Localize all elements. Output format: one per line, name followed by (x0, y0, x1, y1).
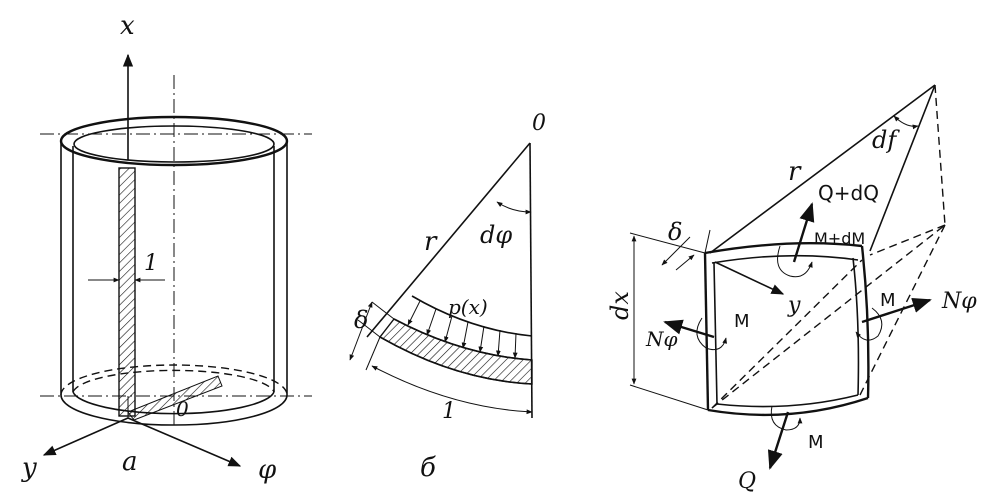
moment-top-label: M+dM (814, 229, 865, 248)
c-angle-label: df (872, 126, 900, 154)
thickness-line-1 (704, 229, 711, 254)
hidden-diagonal-1 (711, 224, 946, 409)
arc-length-dim (371, 365, 533, 415)
shear-bottom-arrow (767, 411, 790, 470)
thickness-line-2 (661, 236, 691, 266)
origin-label: 0 (176, 397, 189, 421)
arc-ext-left (365, 336, 381, 371)
element-bottom-outer (707, 396, 869, 417)
c-radius-label: r (788, 157, 802, 187)
element-top-inner (711, 254, 859, 264)
normal-right-arrow (861, 298, 932, 324)
radius-line-top (709, 84, 936, 254)
pressure-arrows (407, 300, 518, 359)
normal-right-label: Nφ (941, 289, 977, 314)
center-label: 0 (532, 111, 546, 136)
width-label: 1 (144, 251, 158, 276)
moment-left-label: M (734, 311, 750, 332)
hatched-strip (118, 167, 136, 417)
radius-line-right (869, 84, 936, 252)
angle-label: dφ (480, 221, 512, 249)
y-arrow (714, 261, 785, 295)
panel-a-caption: а (122, 447, 138, 477)
panel-a-cylinder: x y φ 1 0 а (21, 11, 312, 485)
hidden-diagonal-2 (711, 259, 863, 409)
thickness-label: δ (354, 306, 368, 334)
y-axis-arrow (42, 417, 129, 456)
panel-b-caption: б (420, 453, 436, 483)
angle-arc (496, 201, 532, 215)
moment-bottom-label: M (808, 432, 824, 453)
moment-left-arc (696, 317, 728, 351)
element-top-outer (704, 242, 863, 255)
moment-right-label: M (880, 290, 896, 311)
panel-b-sector: 0 r dφ p(x) δ 1 б (349, 111, 546, 483)
pressure-surface-arc (411, 295, 533, 337)
pressure-label: p(x) (448, 295, 488, 319)
dx-ext-top (629, 232, 706, 254)
hidden-apex-edge (934, 84, 946, 226)
phi-axis-arrow (127, 417, 242, 467)
shear-bottom-label: Q (738, 469, 756, 494)
x-axis-label: x (120, 11, 135, 41)
panel-c-element: r df δ dx Q+dQ M+dM y M Nφ M Nφ M Q (606, 84, 977, 494)
element-right-inner (852, 257, 860, 396)
moment-top-arc (777, 245, 813, 278)
y-label: y (787, 293, 801, 318)
normal-left-arrow (663, 319, 715, 339)
element-bottom-inner (716, 394, 859, 408)
thickness-ext-1 (371, 301, 395, 320)
sector-left-edge (366, 142, 531, 338)
base-hatched-strip (127, 375, 223, 421)
arc-label: 1 (442, 399, 456, 424)
shear-top-label: Q+dQ (818, 181, 879, 205)
shell-hatched-band (378, 318, 533, 385)
dx-ext-bottom (629, 384, 709, 411)
c-height-label: dx (606, 291, 634, 320)
element-left-inner (713, 262, 718, 405)
phi-axis-label: φ (258, 455, 277, 485)
c-thickness-label: δ (668, 218, 682, 246)
hidden-back-edge (869, 224, 946, 256)
thickness-line-3 (675, 254, 695, 271)
normal-left-label: Nφ (645, 327, 678, 351)
shear-top-arrow (792, 202, 815, 263)
moment-right-arc (855, 307, 883, 341)
element-left-outer (703, 252, 710, 411)
radius-label: r (424, 227, 438, 257)
thickness-arrow (349, 301, 373, 361)
moment-bottom-arc (770, 405, 803, 431)
y-axis-label: y (21, 453, 37, 483)
df-angle-arc (893, 115, 919, 130)
